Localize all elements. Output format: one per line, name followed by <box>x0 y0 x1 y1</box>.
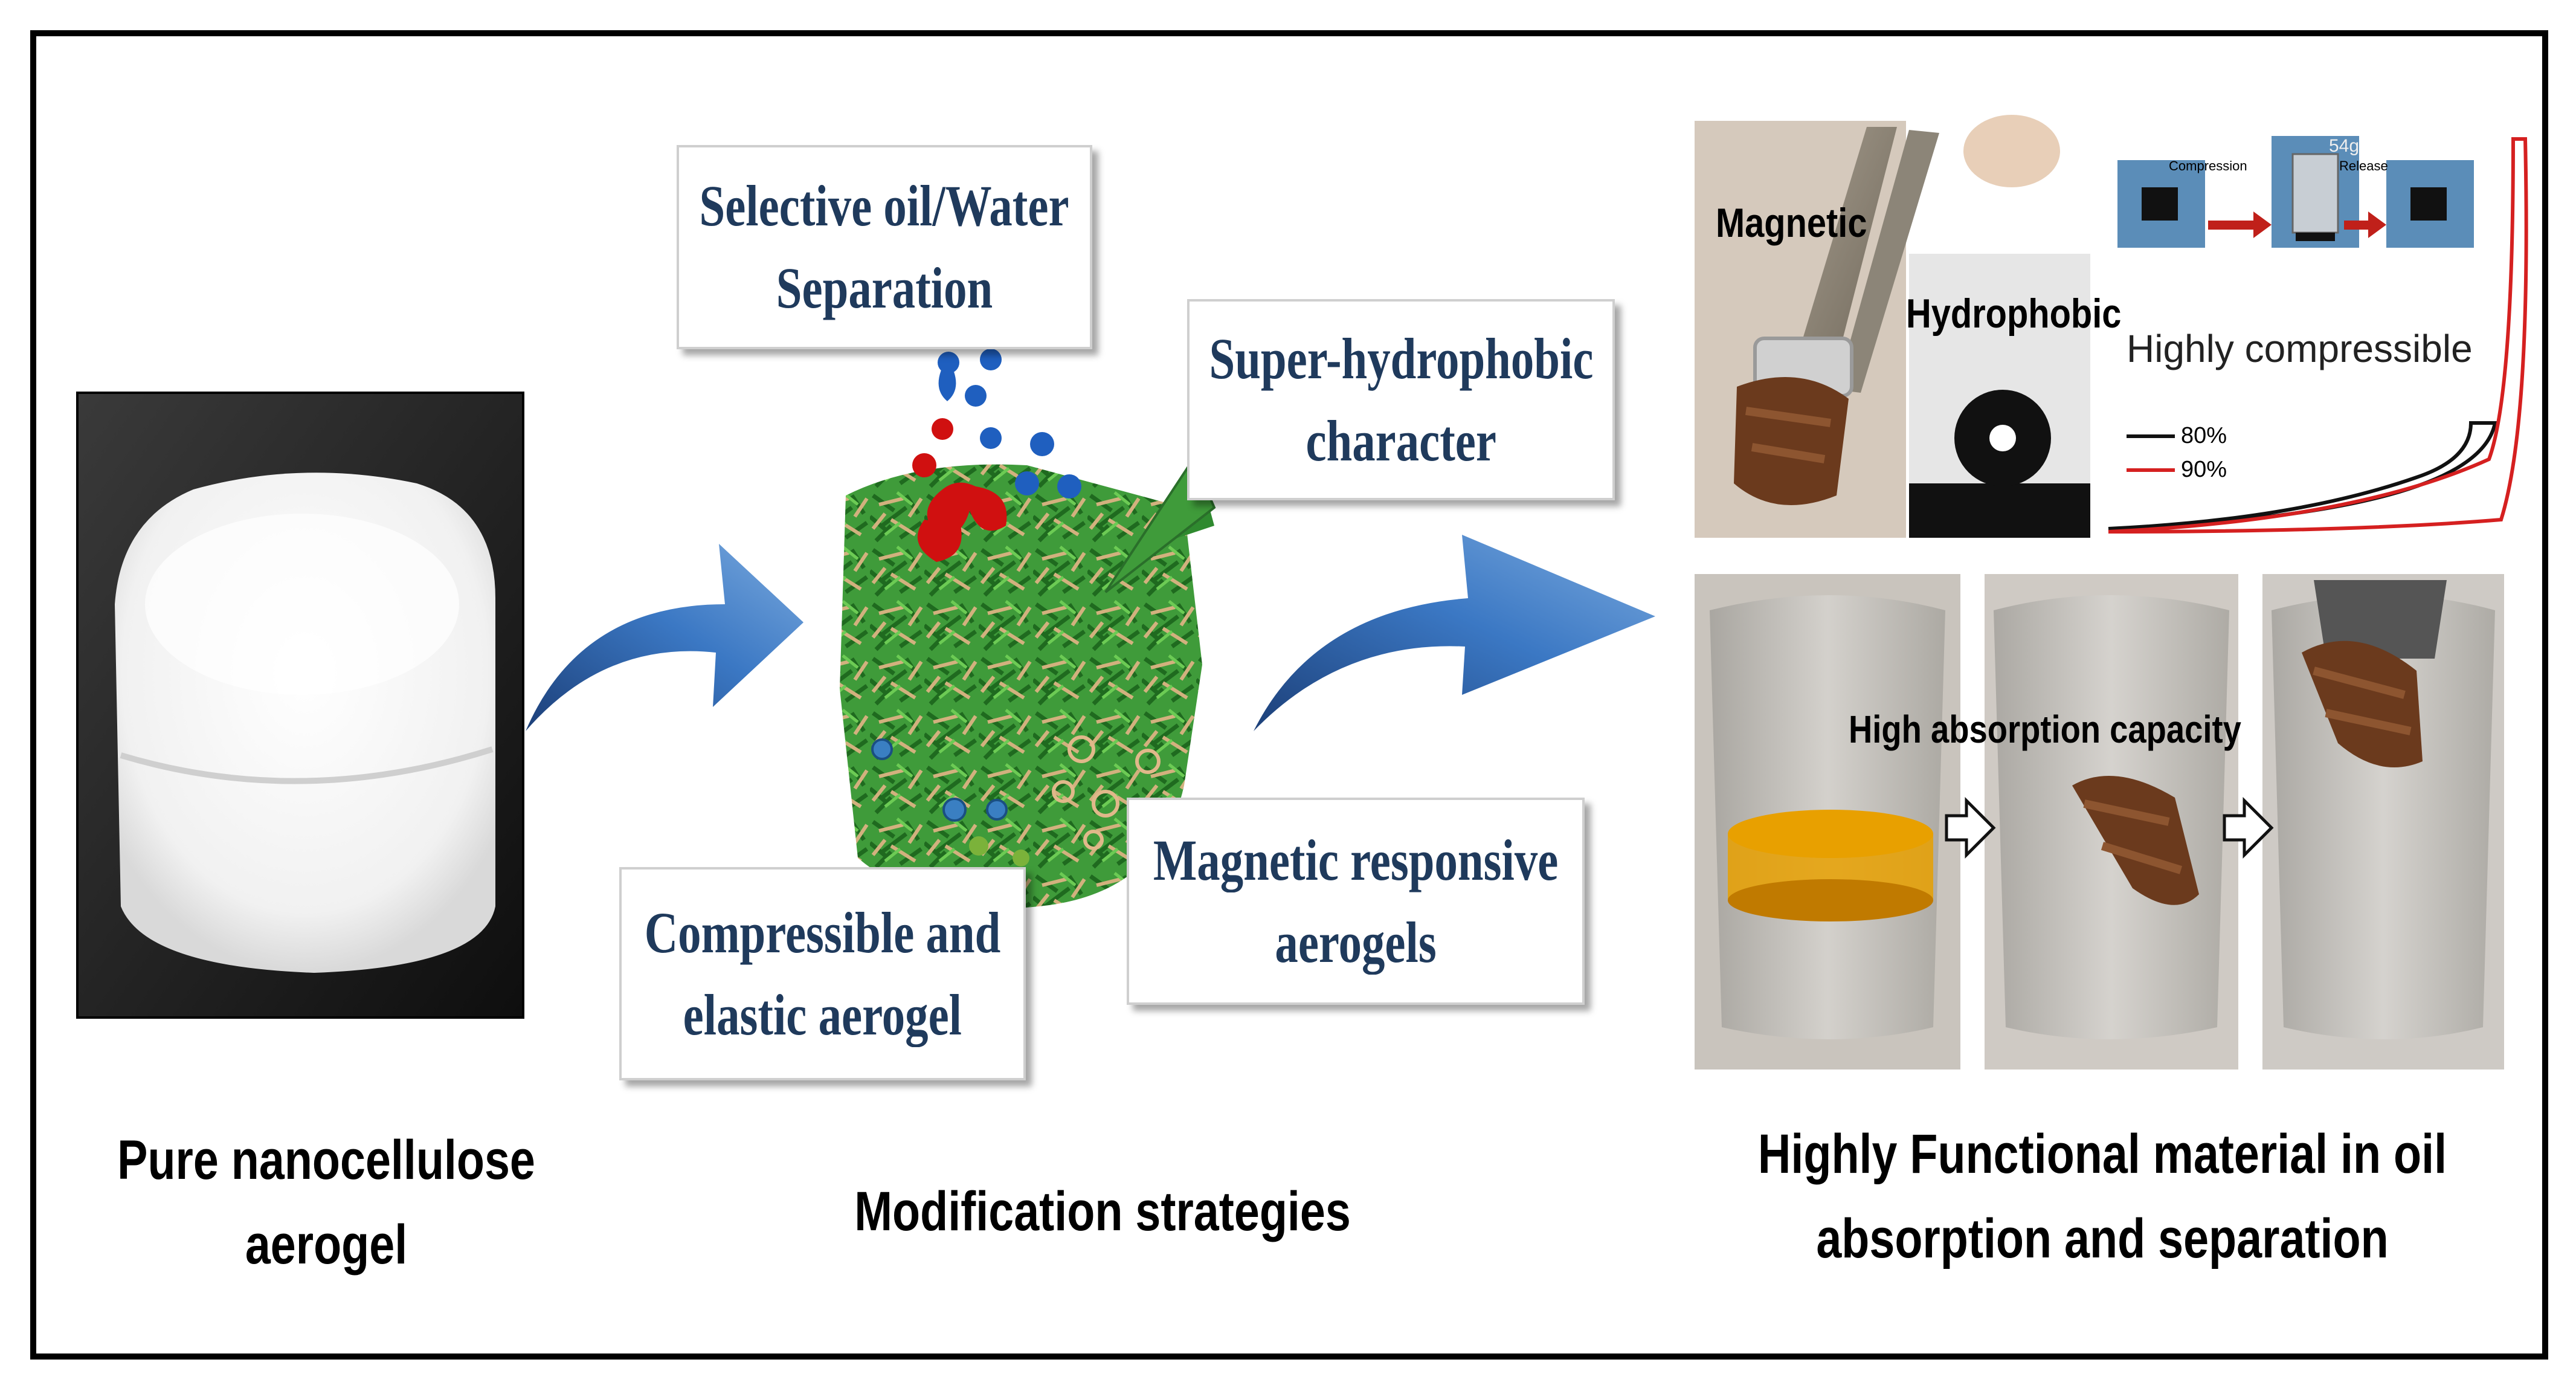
hydrophobic-photo <box>1909 254 2090 538</box>
magnetic-photo <box>1695 115 2060 538</box>
label-compression: Compression <box>2169 158 2247 173</box>
beaker-arrow-1 <box>1945 796 1996 859</box>
label-release: Release <box>2339 158 2388 173</box>
box-super-hydrophobic: Super-hydrophobic character <box>1187 299 1615 500</box>
box-hydrophobic-line1: Super-hydrophobic <box>1209 326 1593 391</box>
label-high-absorption: High absorption capacity <box>1849 708 2241 751</box>
caption-right-line2: absorption and separation <box>1816 1208 2389 1270</box>
box-compressible-elastic: Compressible and elastic aerogel <box>619 867 1026 1080</box>
box-magnetic-line2: aerogels <box>1275 909 1437 975</box>
box-hydrophobic-line2: character <box>1306 408 1496 473</box>
legend-80: 80% <box>2181 423 2227 448</box>
beaker-photo-2 <box>1985 574 2238 1070</box>
caption-left-line2: aerogel <box>245 1214 408 1276</box>
beaker-photo-1 <box>1695 574 1960 1070</box>
box-oil-water-line2: Separation <box>776 256 993 320</box>
label-magnetic: Magnetic <box>1716 200 1867 246</box>
label-highly-compressible: Highly compressible <box>2127 327 2473 370</box>
caption-modification-strategies: Modification strategies <box>854 1181 1351 1242</box>
beaker-arrow-2 <box>2223 796 2274 859</box>
box-compressible-line1: Compressible and <box>644 900 1001 965</box>
box-oil-water-separation: Selective oil/Water Separation <box>677 145 1092 349</box>
arrow-right-1 <box>526 544 803 731</box>
box-magnetic-line1: Magnetic responsive <box>1153 827 1559 892</box>
caption-highly-functional: Highly Functional material in oil absorp… <box>1756 1112 2449 1281</box>
box-compressible-line2: elastic aerogel <box>683 982 962 1047</box>
box-magnetic-responsive: Magnetic responsive aerogels <box>1127 798 1585 1005</box>
caption-right-line1: Highly Functional material in oil <box>1757 1123 2447 1185</box>
caption-left-line1: Pure nanocellulose <box>117 1129 535 1191</box>
legend-90: 90% <box>2181 457 2227 482</box>
box-oil-water-line1: Selective oil/Water <box>699 173 1070 238</box>
arrow-right-2 <box>1254 535 1655 731</box>
beaker-photo-3 <box>2262 574 2504 1070</box>
label-hydrophobic: Hydrophobic <box>1906 291 2122 337</box>
modified-aerogel-network <box>840 349 1216 909</box>
aerogel-photo <box>76 392 524 1019</box>
compressible-panel <box>2102 121 2537 538</box>
label-weight: 54g <box>2329 136 2360 156</box>
caption-pure-aerogel: Pure nanocellulose aerogel <box>113 1118 539 1287</box>
